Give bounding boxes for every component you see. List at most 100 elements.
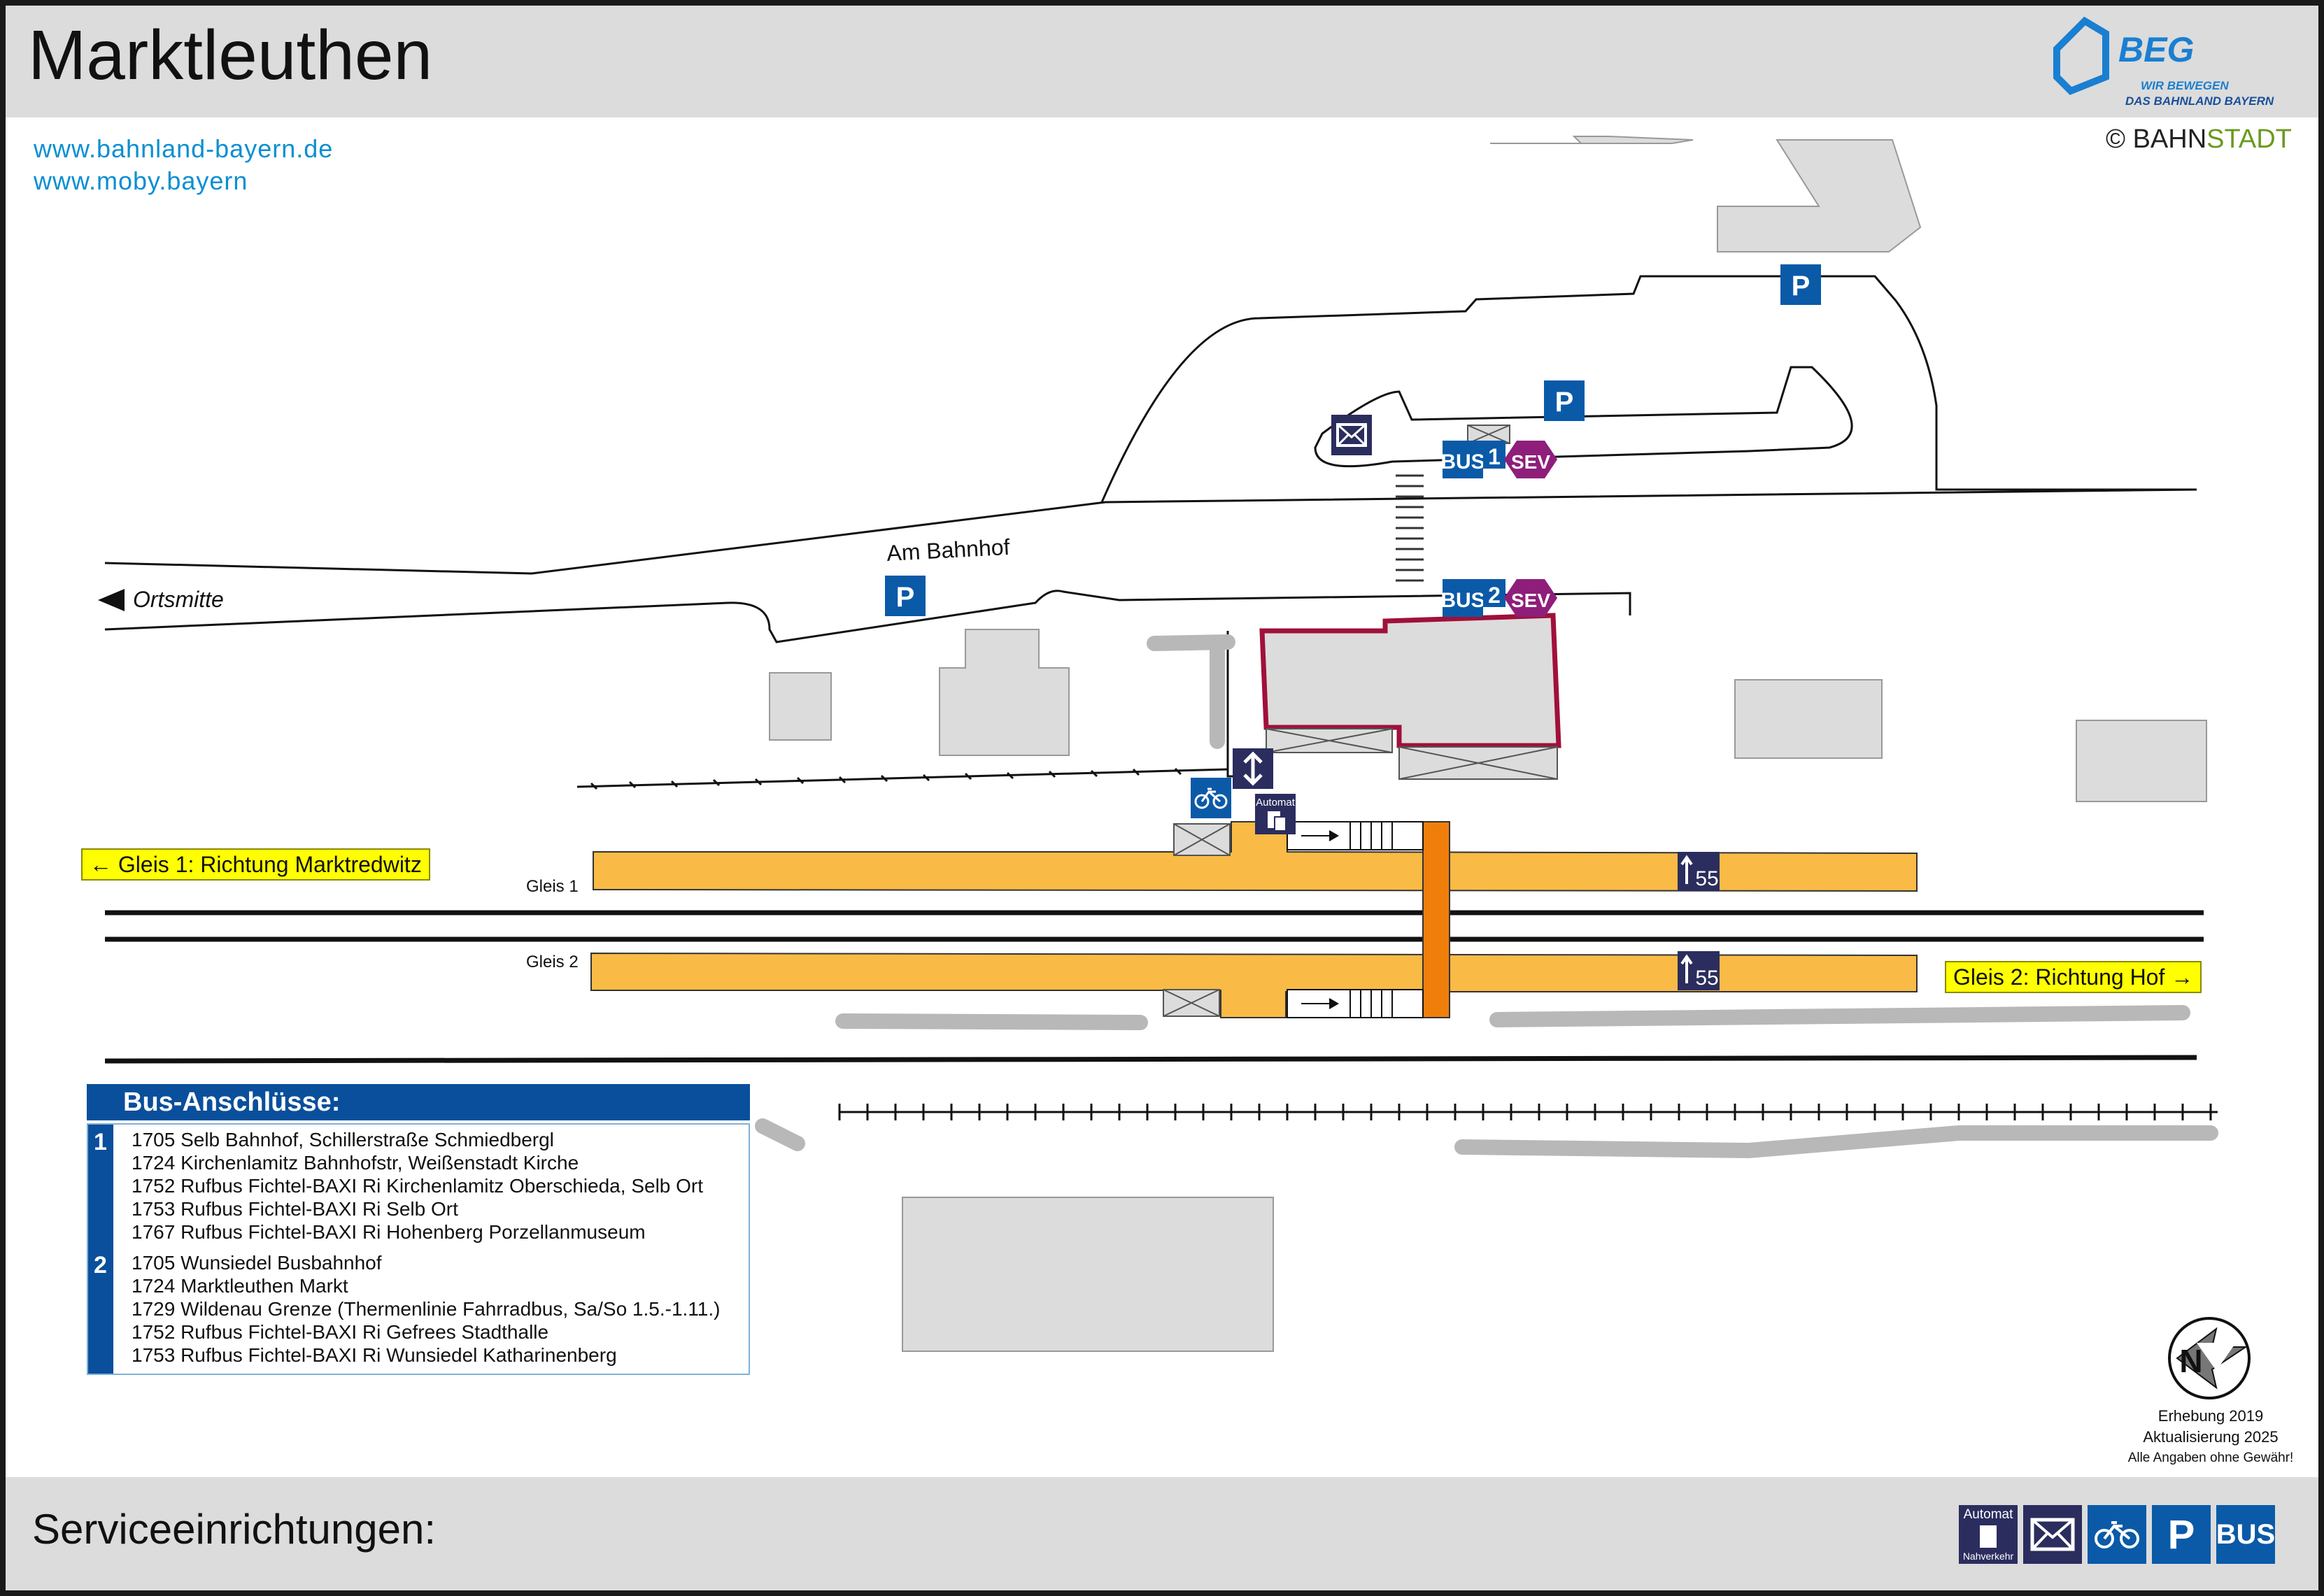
- disclaimer: Alle Angaben ohne Gewähr!: [2127, 1451, 2294, 1465]
- svg-text:1: 1: [1488, 444, 1501, 469]
- direction-sign-gleis-1-text: Gleis 1: Richtung Marktredwitz: [118, 852, 422, 877]
- street-label-am-bahnhof: Am Bahnhof: [886, 534, 1010, 566]
- level-access-icon: [1233, 748, 1273, 789]
- direction-label-ortsmitte: Ortsmitte: [133, 587, 224, 612]
- page-title: Marktleuthen: [28, 16, 433, 94]
- bus-line: 1753 Rufbus Fichtel-BAXI Ri Selb Ort: [132, 1198, 458, 1220]
- copyright-stadt: STADT: [2206, 124, 2292, 154]
- copyright-bahn: BAHN: [2132, 124, 2207, 154]
- building-north-2: [1717, 139, 1922, 252]
- station-canopy: [1266, 728, 1558, 780]
- footer-bar: Serviceeinrichtungen: Automat Nahverkehr…: [6, 1477, 2318, 1590]
- bus-connections-bar: [88, 1125, 113, 1374]
- direction-sign-gleis-2-text: Gleis 2: Richtung Hof: [1953, 964, 2165, 990]
- road-north-loop: [1100, 275, 2197, 503]
- building-5: [902, 1197, 1274, 1352]
- direction-sign-gleis-2: Gleis 2: Richtung Hof →: [1945, 961, 2202, 993]
- ticket-machine-icon: Automat Nahverkehr: [1959, 1505, 2018, 1564]
- pedestrian-bridge: [1422, 821, 1450, 1018]
- svg-text:2: 2: [1488, 583, 1501, 608]
- stairs-gleis-1: [1287, 821, 1424, 850]
- bus-line: 1729 Wildenau Grenze (Thermenlinie Fahrr…: [132, 1298, 721, 1320]
- arrow-left-icon: [98, 589, 125, 611]
- header-bar: [6, 6, 2318, 117]
- building-2: [939, 629, 1070, 756]
- bus-line: 1753 Rufbus Fichtel-BAXI Ri Wunsiedel Ka…: [132, 1344, 617, 1366]
- survey-year: Erhebung 2019: [2158, 1407, 2264, 1425]
- bus-line: 1752 Rufbus Fichtel-BAXI Ri Gefrees Stad…: [132, 1321, 549, 1343]
- website-links: www.bahnland-bayern.de www.moby.bayern: [34, 133, 333, 197]
- bicycle-parking-icon: [1191, 778, 1231, 818]
- bicycle-icon: [2088, 1505, 2146, 1564]
- compass-north-icon: N: [2168, 1317, 2251, 1399]
- ticket-machine-glyph: [1980, 1525, 1997, 1548]
- label-gleis-1: Gleis 1: [526, 877, 579, 896]
- parking-sign-am-bahnhof: P: [885, 576, 926, 616]
- svg-text:55: 55: [1695, 867, 1718, 890]
- label-gleis-2: Gleis 2: [526, 953, 579, 971]
- bus-group-2-number: 2: [94, 1252, 107, 1278]
- bus-stop-2: BUS 2 SEV: [1440, 579, 1557, 617]
- shelter-bus-1: [1467, 425, 1510, 444]
- pedestrian-crossing: [1396, 474, 1424, 582]
- beg-logo-text: BEG: [2118, 30, 2194, 69]
- mailbox-icon: [1331, 415, 1372, 455]
- platform-length-marker-gleis-2: 55: [1678, 951, 1720, 990]
- parking-icon: P: [2152, 1505, 2211, 1564]
- service-facilities-label: Serviceeinrichtungen:: [32, 1506, 437, 1553]
- platform-gleis-2: [590, 952, 1918, 1018]
- railway-tracks: [104, 910, 2204, 1064]
- shelter-gleis-2: [1163, 989, 1220, 1017]
- parking-sign-lot: P: [1544, 380, 1585, 421]
- bus-stop-1: BUS 1 SEV: [1440, 441, 1557, 478]
- bus-line: 1724 Marktleuthen Markt: [132, 1275, 348, 1297]
- svg-text:N: N: [2179, 1343, 2202, 1379]
- survey-info: Erhebung 2019 Aktualisierung 2025 Alle A…: [2106, 1406, 2316, 1469]
- svg-text:55: 55: [1695, 967, 1718, 990]
- road-am-bahnhof-south-edge: [104, 590, 1631, 643]
- direction-sign-gleis-1: ← Gleis 1: Richtung Marktredwitz: [81, 848, 430, 881]
- svg-text:SEV: SEV: [1511, 590, 1550, 611]
- svg-text:SEV: SEV: [1511, 451, 1550, 473]
- building-4: [2076, 720, 2207, 802]
- copyright-symbol: ©: [2106, 124, 2125, 154]
- vegetation: [755, 634, 2218, 1159]
- bus-line: 1752 Rufbus Fichtel-BAXI Ri Kirchenlamit…: [132, 1175, 704, 1197]
- svg-text:BUS: BUS: [1440, 589, 1485, 612]
- svg-text:P: P: [1555, 387, 1574, 418]
- beg-tagline-2: DAS BAHNLAND BAYERN: [2125, 94, 2274, 108]
- platform-gleis-1: [593, 821, 1918, 892]
- bus-line: 1705 Wunsiedel Busbahnhof: [132, 1252, 382, 1274]
- svg-text:P: P: [1792, 271, 1811, 301]
- parking-sign-north: P: [1780, 264, 1821, 305]
- bus-line: 1724 Kirchenlamitz Bahnhofstr, Weißensta…: [132, 1152, 579, 1174]
- ticket-machine-automat-label: Automat: [1963, 1507, 2013, 1522]
- arrow-right-icon: →: [2164, 964, 2194, 990]
- copyright-notice: © BAHNSTADT: [2106, 124, 2292, 155]
- fence: [576, 767, 2218, 1120]
- beg-logo-mark: [2053, 16, 2109, 95]
- bus-group-1-number: 1: [94, 1129, 107, 1155]
- road-am-bahnhof-north-edge: [104, 488, 2197, 575]
- url-moby[interactable]: www.moby.bayern: [34, 166, 248, 195]
- arrow-left-icon: ←: [90, 852, 118, 877]
- bus-connections-heading: Bus-Anschlüsse:: [87, 1084, 750, 1120]
- bus-icon: BUS: [2216, 1505, 2275, 1564]
- svg-text:P: P: [896, 582, 915, 613]
- building-3: [1734, 679, 1883, 759]
- parking-loop: [1314, 366, 1853, 468]
- ticket-machine-icon: Automat: [1255, 794, 1296, 834]
- beg-logo: BEG WIR BEWEGEN DAS BAHNLAND BAYERN: [2053, 16, 2274, 108]
- update-year: Aktualisierung 2025: [2143, 1428, 2279, 1446]
- url-bahnland[interactable]: www.bahnland-bayern.de: [34, 134, 334, 163]
- bus-connections-list: 1 1705 Selb Bahnhof, Schillerstraße Schm…: [87, 1123, 750, 1375]
- bus-line: 1767 Rufbus Fichtel-BAXI Ri Hohenberg Po…: [132, 1221, 646, 1243]
- bus-connections-panel: Bus-Anschlüsse: 1 1705 Selb Bahnhof, Sch…: [87, 1084, 750, 1375]
- bus-line: 1705 Selb Bahnhof, Schillerstraße Schmie…: [132, 1129, 554, 1150]
- platform-length-marker-gleis-1: 55: [1678, 852, 1720, 891]
- building-north-1: [1490, 136, 1694, 144]
- stairs-gleis-2: [1287, 989, 1424, 1018]
- svg-text:BUS: BUS: [1440, 450, 1485, 473]
